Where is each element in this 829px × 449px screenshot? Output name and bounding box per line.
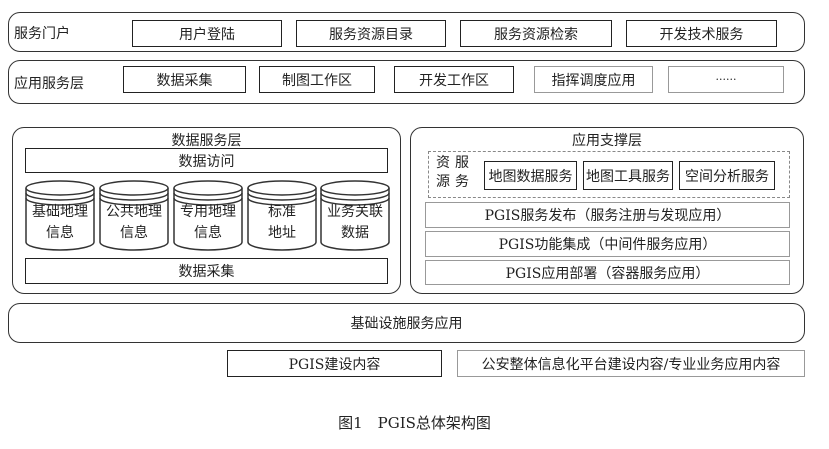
- app-service-item: 制图工作区: [259, 66, 375, 93]
- app-support-title: 应用支撑层: [572, 133, 642, 149]
- database-icon: [99, 180, 169, 251]
- database-icon: [320, 180, 390, 251]
- layer-label: 应用服务层: [14, 76, 84, 92]
- database-label: 专用地理 信息: [180, 204, 236, 241]
- infrastructure-layer: 基础设施服务应用: [8, 303, 805, 343]
- database-label: 基础地理 信息: [32, 204, 88, 241]
- database-icon: [173, 180, 243, 251]
- support-row: PGIS功能集成（中间件服务应用）: [425, 231, 790, 257]
- portal-item: 用户登陆: [132, 20, 282, 47]
- app-service-item: 数据采集: [123, 66, 246, 93]
- portal-item: 服务资源检索: [460, 20, 612, 47]
- database-cylinder: 标准 地址: [247, 180, 317, 251]
- database-cylinder: 基础地理 信息: [25, 180, 95, 251]
- data-service-title: 数据服务层: [171, 133, 242, 149]
- figure-caption: 图1 PGIS总体架构图: [338, 414, 491, 432]
- app-service-item: 开发工作区: [394, 66, 514, 93]
- database-label: 业务关联 数据: [327, 204, 383, 241]
- data-service-layer: [12, 127, 401, 294]
- data-access-box: 数据访问: [25, 148, 388, 173]
- portal-item: 开发技术服务: [626, 20, 777, 47]
- database-icon: [25, 180, 95, 251]
- service-portal-layer: [8, 12, 805, 52]
- database-icon: [247, 180, 317, 251]
- portal-item: 服务资源目录: [296, 20, 446, 47]
- resource-label: 服 务: [455, 155, 469, 190]
- app-service-item: 指挥调度应用: [534, 66, 653, 93]
- app-service-item-more: ······: [668, 66, 784, 93]
- resource-service-item: 空间分析服务: [679, 161, 775, 190]
- database-cylinder: 专用地理 信息: [173, 180, 243, 251]
- resource-service-item: 地图工具服务: [583, 161, 673, 190]
- legend-other: 公安整体信息化平台建设内容/专业业务应用内容: [457, 350, 805, 377]
- application-support-layer: [410, 127, 804, 294]
- legend-pgis: PGIS建设内容: [227, 350, 442, 377]
- layer-label: 服务门户: [14, 26, 70, 42]
- database-label: 公共地理 信息: [106, 204, 162, 241]
- database-cylinder: 业务关联 数据: [320, 180, 390, 251]
- application-service-layer: [8, 60, 805, 104]
- resource-label: 资 源: [436, 155, 450, 190]
- database-label: 标准 地址: [268, 204, 296, 241]
- database-cylinder: 公共地理 信息: [99, 180, 169, 251]
- support-row: PGIS应用部署（容器服务应用）: [425, 260, 790, 285]
- data-collection-box: 数据采集: [25, 258, 388, 284]
- support-row: PGIS服务发布（服务注册与发现应用）: [425, 202, 790, 228]
- resource-service-item: 地图数据服务: [484, 161, 577, 190]
- resource-services-group: [428, 151, 790, 198]
